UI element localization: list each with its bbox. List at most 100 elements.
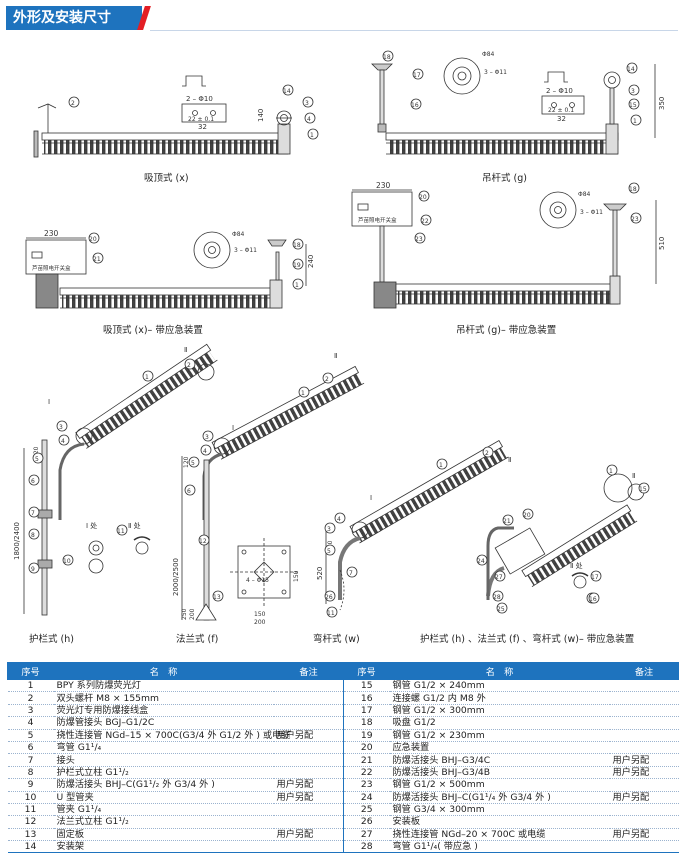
part-name: 安装架 <box>53 840 274 854</box>
svg-text:3: 3 <box>631 88 635 95</box>
svg-text:7: 7 <box>31 510 35 517</box>
dim-350: 350 <box>658 97 666 110</box>
svg-text:1: 1 <box>295 282 299 289</box>
svg-text:2: 2 <box>325 376 329 383</box>
dim-150-b: 150 <box>293 570 300 582</box>
part-name: 钢管 G3/4 × 300mm <box>389 803 610 817</box>
part-number: 25 <box>343 803 390 817</box>
part-number: 28 <box>343 840 390 854</box>
part-number: 13 <box>7 828 54 842</box>
caption-flange: 法兰式 (f) <box>176 634 219 645</box>
svg-text:17: 17 <box>591 574 599 581</box>
part-note <box>609 704 679 718</box>
svg-text:4: 4 <box>61 438 65 445</box>
part-name: 护栏式立柱 G1¹/₂ <box>53 766 274 780</box>
dim-140: 140 <box>257 109 265 122</box>
svg-text:1: 1 <box>310 132 314 139</box>
svg-text:4: 4 <box>307 116 311 123</box>
dim-32-a: 32 <box>198 123 207 131</box>
svg-text:9: 9 <box>31 566 35 573</box>
svg-text:7: 7 <box>349 570 353 577</box>
dim-2000-2500: 2000/2500 <box>172 558 180 596</box>
drawing-pendant: Φ84 3 – Φ11 2 – Φ10 22 ± 0.1 32 350 18 1… <box>371 50 666 155</box>
svg-text:28: 28 <box>493 594 501 601</box>
caption-ceiling: 吸顶式 (x) <box>144 173 189 184</box>
mark-ii-c: Ⅱ <box>508 456 511 464</box>
dim-3-11-b: 3 – Φ11 <box>234 247 257 254</box>
svg-text:22: 22 <box>421 218 429 225</box>
part-number: 24 <box>343 791 390 804</box>
part-note <box>609 778 679 792</box>
dim-phi84-b: Φ84 <box>232 231 245 238</box>
svg-text:4: 4 <box>203 448 207 455</box>
drawing-ceiling-emergency: 芦苗照电开关盒 230 Φ84 3 – Φ11 240 20 21 18 19 … <box>25 229 315 309</box>
detail-ii-b: Ⅱ 处 <box>570 561 583 570</box>
part-number: 17 <box>343 704 390 718</box>
part-number: 11 <box>7 803 54 817</box>
part-number: 27 <box>343 828 390 842</box>
part-name: 钢管 G1/2 × 240mm <box>389 679 610 693</box>
svg-text:25: 25 <box>497 606 505 613</box>
dim-240: 240 <box>307 255 315 268</box>
part-note <box>609 840 679 854</box>
svg-text:26: 26 <box>325 594 333 601</box>
part-name: 钢管 G1/2 × 500mm <box>389 778 610 792</box>
part-name: 固定板 <box>53 828 274 842</box>
svg-text:18: 18 <box>383 54 391 61</box>
svg-text:3: 3 <box>205 434 209 441</box>
dim-3-11-a: 3 – Φ11 <box>484 69 507 76</box>
svg-text:10: 10 <box>63 558 71 565</box>
col-header-name-left: 名 称 <box>53 662 274 680</box>
part-note <box>273 704 344 718</box>
svg-text:1: 1 <box>145 374 149 381</box>
dim-200-a: 200 <box>189 608 196 620</box>
part-note: 用户另配 <box>273 778 344 792</box>
part-number: 6 <box>7 741 54 755</box>
part-name: 双头螺杆 M8 × 155mm <box>53 691 274 705</box>
svg-text:20: 20 <box>89 236 97 243</box>
svg-text:1: 1 <box>633 118 637 125</box>
part-note: 用户另配 <box>273 791 344 804</box>
svg-text:6: 6 <box>31 478 35 485</box>
part-note: 用户另配 <box>609 828 679 842</box>
caption-guardrail: 护栏式 (h) <box>29 634 74 645</box>
svg-text:5: 5 <box>191 460 195 467</box>
part-number: 7 <box>7 753 54 767</box>
installation-drawings: 2 – Φ10 22 ± 0.1 32 140 2 3 4 14 1 Φ84 3… <box>13 50 666 626</box>
svg-text:17: 17 <box>413 72 421 79</box>
col-header-no-left: 序号 <box>7 662 54 680</box>
part-number: 12 <box>7 815 54 829</box>
dim-4-15: 4 – Φ15 <box>246 577 269 584</box>
svg-text:21: 21 <box>93 256 101 263</box>
part-note <box>609 679 679 693</box>
part-name: U 型管夹 <box>53 791 274 804</box>
drawing-ceiling: 2 – Φ10 22 ± 0.1 32 140 2 3 4 14 1 <box>33 75 319 158</box>
dim-32-b: 32 <box>557 115 566 123</box>
svg-text:1: 1 <box>609 468 613 475</box>
svg-text:23: 23 <box>631 216 639 223</box>
part-number: 5 <box>7 729 54 742</box>
section-title: 外形及安装尺寸 <box>6 6 142 30</box>
part-note <box>609 691 679 705</box>
svg-text:8: 8 <box>31 532 35 539</box>
svg-text:3: 3 <box>305 100 309 107</box>
svg-text:19: 19 <box>293 262 301 269</box>
svg-text:3: 3 <box>327 526 331 533</box>
part-name: 钢管 G1/2 × 230mm <box>389 729 610 742</box>
part-number: 14 <box>7 840 54 854</box>
table-header-row: 序号 名 称 备注 序号 名 称 备注 <box>7 662 679 680</box>
svg-text:2: 2 <box>71 100 75 107</box>
part-note <box>273 691 344 705</box>
part-note <box>609 729 679 742</box>
col-header-no-right: 序号 <box>343 662 390 680</box>
svg-text:1: 1 <box>301 390 305 397</box>
part-name: 吸盘 G1/2 <box>389 716 610 730</box>
part-number: 15 <box>343 679 390 693</box>
svg-text:20: 20 <box>419 194 427 201</box>
